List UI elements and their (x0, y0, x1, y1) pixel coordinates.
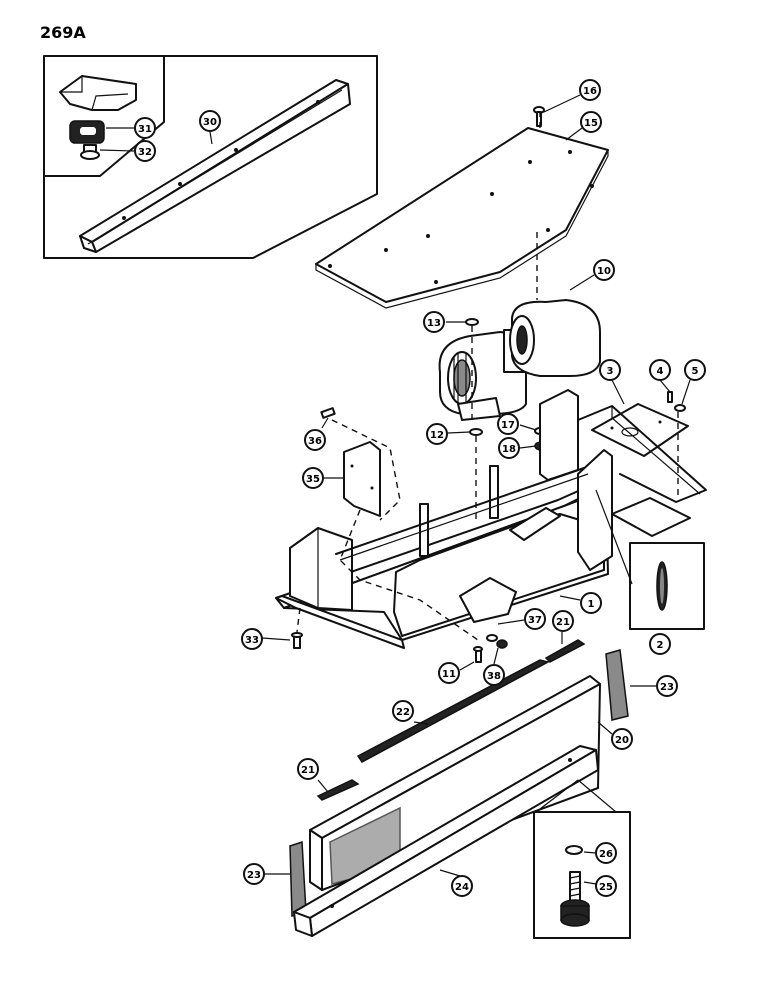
bracket-part-35 (343, 441, 381, 517)
end-pad-part-23-right (605, 649, 629, 721)
callout-23-left: 23 (243, 863, 265, 885)
callout-15: 15 (580, 111, 602, 133)
channel-part-24 (293, 745, 599, 937)
seal-leader-line (595, 489, 633, 585)
svg-text:33: 33 (245, 635, 259, 646)
svg-text:30: 30 (203, 117, 217, 128)
callout-32: 32 (134, 140, 156, 162)
channel-rail-part-30 (79, 79, 351, 253)
svg-text:17: 17 (501, 420, 515, 431)
callout-22: 22 (392, 700, 414, 722)
svg-text:16: 16 (583, 86, 597, 97)
svg-text:4: 4 (657, 366, 664, 377)
callout-17: 17 (497, 413, 519, 435)
svg-text:10: 10 (597, 266, 611, 277)
svg-text:3: 3 (607, 366, 614, 377)
callout-10: 10 (593, 259, 615, 281)
housing-part-1 (275, 389, 613, 649)
callout-18: 18 (498, 437, 520, 459)
callout-33: 33 (241, 628, 263, 650)
callout-31: 31 (134, 117, 156, 139)
cover-plate-part-15 (315, 127, 609, 309)
callout-36: 36 (304, 429, 326, 451)
screw-part-4 (667, 391, 673, 403)
fastener-leader-line (535, 779, 579, 813)
fastener-detail-box (533, 811, 631, 939)
svg-text:24: 24 (455, 882, 469, 893)
svg-text:35: 35 (306, 474, 320, 485)
inset-detail-frame (43, 55, 378, 259)
svg-text:12: 12 (430, 430, 444, 441)
svg-text:21: 21 (556, 617, 570, 628)
clip-bracket-part (59, 75, 137, 111)
svg-text:26: 26 (599, 849, 613, 860)
screw-part-36 (320, 407, 336, 419)
callout-16: 16 (579, 79, 601, 101)
callout-20: 20 (611, 728, 633, 750)
washer-part-13 (465, 318, 479, 326)
callout-21-left: 21 (297, 758, 319, 780)
callout-1: 1 (580, 592, 602, 614)
svg-text:37: 37 (528, 615, 542, 626)
svg-text:20: 20 (615, 735, 629, 746)
callout-25: 25 (595, 875, 617, 897)
page-id: 269A (40, 23, 86, 42)
svg-text:11: 11 (442, 669, 456, 680)
callout-35: 35 (302, 467, 324, 489)
callout-38: 38 (483, 664, 505, 686)
callout-11: 11 (438, 662, 460, 684)
alignment-lines (296, 106, 679, 641)
screw-part-16 (533, 106, 545, 127)
svg-text:21: 21 (301, 765, 315, 776)
svg-text:2: 2 (657, 640, 664, 651)
callout-12: 12 (426, 423, 448, 445)
nut-part-38 (496, 639, 508, 649)
svg-text:18: 18 (502, 444, 516, 455)
svg-text:13: 13 (427, 318, 441, 329)
frame-extension-part (577, 405, 707, 537)
callout-23-right: 23 (656, 675, 678, 697)
svg-text:1: 1 (588, 599, 595, 610)
fastener-part-31 (69, 120, 105, 144)
svg-text:38: 38 (487, 671, 501, 682)
svg-text:22: 22 (396, 707, 410, 718)
callout-3: 3 (599, 359, 621, 381)
screw-part-33 (291, 632, 303, 649)
washer-part-37 (486, 634, 498, 642)
callout-2: 2 (649, 633, 671, 655)
svg-text:23: 23 (247, 870, 261, 881)
callout-4: 4 (649, 359, 671, 381)
callout-21-top: 21 (552, 610, 574, 632)
screw-part-32 (80, 144, 100, 160)
callout-24: 24 (451, 875, 473, 897)
seal-strip-part-22 (356, 659, 551, 763)
seal-strip-part-21a (544, 639, 586, 663)
callout-5: 5 (684, 359, 706, 381)
blower-assembly-part-10 (438, 299, 601, 421)
washer-part-12 (469, 428, 483, 436)
svg-text:36: 36 (308, 436, 322, 447)
svg-text:5: 5 (692, 366, 699, 377)
svg-text:23: 23 (660, 682, 674, 693)
screw-part-11 (473, 646, 483, 663)
seal-detail-box (629, 542, 705, 630)
seal-strip-part-21b (316, 779, 360, 801)
washer-part-5 (674, 404, 686, 412)
fastener-leader-line-2 (577, 779, 617, 813)
callout-26: 26 (595, 842, 617, 864)
svg-text:32: 32 (138, 147, 152, 158)
svg-text:31: 31 (138, 124, 152, 135)
callout-30: 30 (199, 110, 221, 132)
end-pad-part-23-left (289, 840, 307, 917)
svg-text:25: 25 (599, 882, 613, 893)
callout-37: 37 (524, 608, 546, 630)
callout-leaders (99, 94, 691, 885)
svg-text:15: 15 (584, 118, 598, 129)
callout-13: 13 (423, 311, 445, 333)
